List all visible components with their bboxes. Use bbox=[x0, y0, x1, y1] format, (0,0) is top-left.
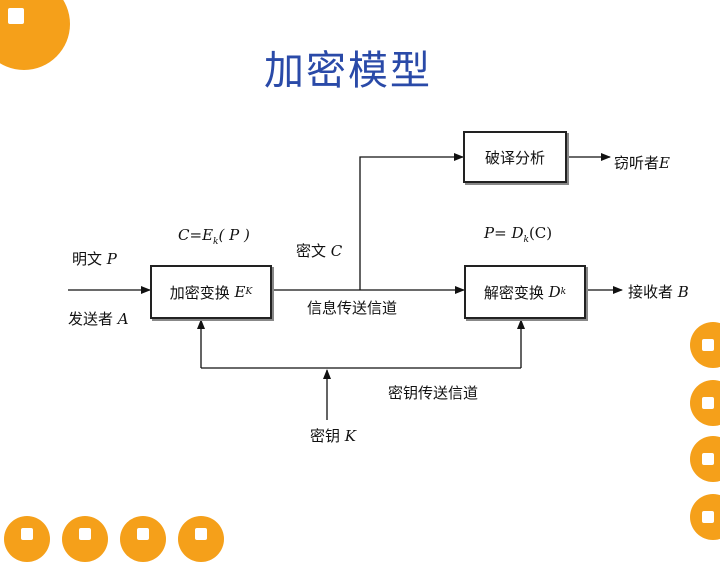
ciphertext-label: 密文 C bbox=[296, 242, 343, 260]
plaintext-label: 明文 P bbox=[72, 250, 117, 268]
decrypt-box-var: D bbox=[548, 283, 561, 301]
right-dot-4 bbox=[690, 494, 720, 540]
receiver-label: 接收者 B bbox=[628, 283, 689, 301]
corner-square-icon bbox=[8, 8, 24, 24]
right-dot-3 bbox=[690, 436, 720, 482]
encrypt-formula: C=Ek( P ) bbox=[178, 226, 250, 247]
key-label: 密钥 K bbox=[310, 427, 357, 445]
intercept-arrow bbox=[359, 153, 464, 290]
eavesdropper-label: 窃听者E bbox=[614, 154, 670, 172]
slide-title: 加密模型 bbox=[264, 48, 432, 94]
right-dot-2 bbox=[690, 380, 720, 426]
decrypt-box-sub: k bbox=[560, 287, 567, 297]
decrypt-formula: P= Dk(C) bbox=[484, 224, 553, 245]
key-channel-label: 密钥传送信道 bbox=[388, 384, 479, 402]
analysis-box: 破译分析 bbox=[463, 131, 567, 183]
right-dot-1 bbox=[690, 322, 720, 368]
corner-decoration bbox=[0, 0, 70, 70]
encrypt-box-label: 加密变换 bbox=[169, 283, 230, 302]
encrypt-box-var: E bbox=[234, 283, 246, 301]
channel-label: 信息传送信道 bbox=[307, 299, 398, 317]
analysis-box-label: 破译分析 bbox=[484, 148, 545, 167]
diagram-connectors bbox=[68, 153, 623, 420]
sender-label: 发送者 A bbox=[68, 310, 129, 328]
encrypt-box-sub: K bbox=[245, 287, 253, 297]
decrypt-box-label: 解密变换 bbox=[483, 283, 544, 302]
